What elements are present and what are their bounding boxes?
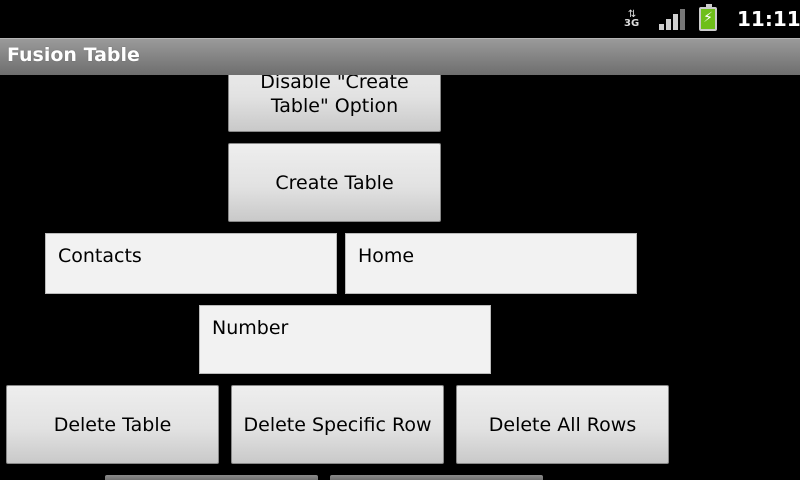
number-field[interactable]: Number	[199, 305, 491, 374]
delete-specific-row-label: Delete Specific Row	[243, 413, 432, 436]
network-3g-icon: ⇅ 3G	[624, 0, 639, 38]
home-field[interactable]: Home	[345, 233, 637, 294]
delete-all-rows-button[interactable]: Delete All Rows	[456, 385, 669, 464]
delete-all-rows-label: Delete All Rows	[488, 413, 637, 436]
app-title-bar: Fusion Table	[0, 38, 800, 75]
create-table-label: Create Table	[275, 171, 394, 194]
delete-specific-row-button[interactable]: Delete Specific Row	[231, 385, 444, 464]
partially-visible-button-right[interactable]	[330, 475, 543, 480]
status-bar: ⇅ 3G ⚡ 11:11	[0, 0, 800, 38]
status-clock: 11:11	[737, 7, 800, 31]
partially-visible-button-left[interactable]	[105, 475, 318, 480]
create-table-button[interactable]: Create Table	[228, 143, 441, 222]
signal-strength-icon	[659, 0, 685, 38]
app-title: Fusion Table	[7, 44, 140, 66]
disable-create-table-button[interactable]: Disable "Create Table" Option	[228, 75, 441, 132]
delete-table-label: Delete Table	[53, 413, 172, 436]
battery-charging-icon: ⚡	[699, 0, 717, 38]
main-content[interactable]: Disable "Create Table" Option Create Tab…	[0, 75, 800, 480]
disable-create-table-label: Disable "Create Table" Option	[260, 75, 409, 117]
delete-table-button[interactable]: Delete Table	[6, 385, 219, 464]
network-type-label: 3G	[624, 18, 640, 29]
contacts-field[interactable]: Contacts	[45, 233, 337, 294]
data-arrows-icon: ⇅	[627, 9, 636, 20]
